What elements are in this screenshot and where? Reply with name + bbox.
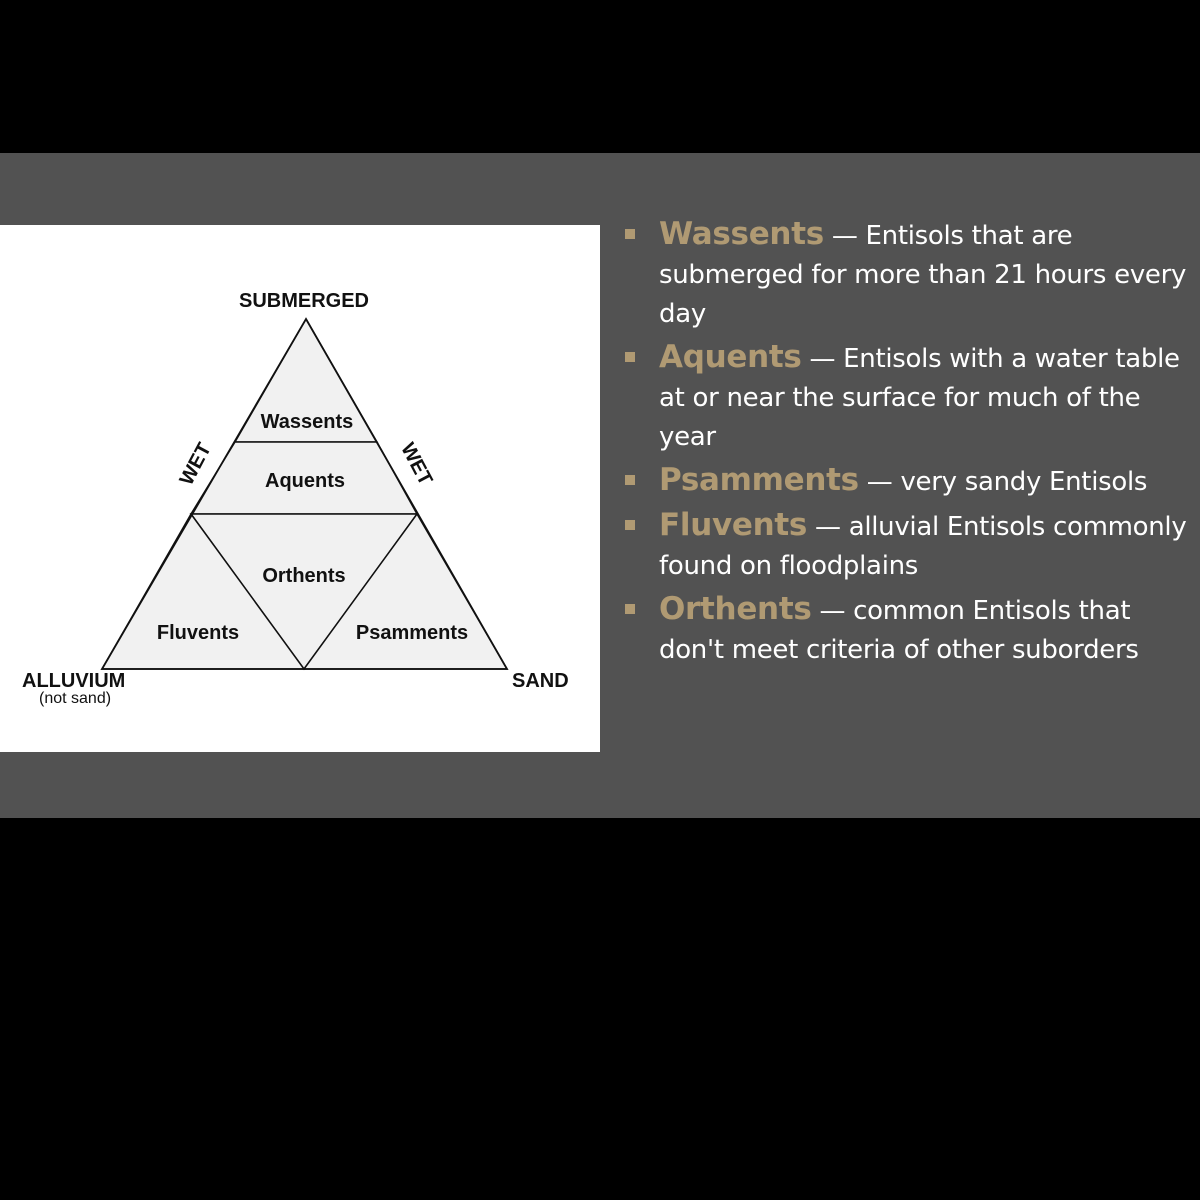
label-fluvents: Fluvents: [157, 622, 239, 644]
list-item: Fluvents — alluvial Entisols commonly fo…: [620, 506, 1190, 586]
definition: Entisols that are submerged for more tha…: [659, 221, 1187, 329]
suborder-list: Wassents — Entisols that are submerged f…: [620, 215, 1190, 674]
soil-triangle-diagram: Wassents Aquents Orthents Fluvents Psamm…: [0, 225, 600, 752]
separator: —: [858, 467, 901, 497]
square-bullet-icon: [625, 475, 635, 485]
definition: very sandy Entisols: [900, 467, 1148, 497]
triangle-svg: Wassents Aquents Orthents Fluvents Psamm…: [22, 290, 569, 707]
definition: common Entisols that don't meet criteria…: [659, 596, 1139, 665]
list-item: Psamments — very sandy Entisols: [620, 461, 1190, 502]
definition: alluvial Entisols commonly found on floo…: [659, 512, 1187, 581]
square-bullet-icon: [625, 604, 635, 614]
edge-left-label: WET: [176, 439, 216, 489]
definition: Entisols with a water table at or near t…: [659, 344, 1180, 452]
term-wassents: Wassents: [659, 216, 824, 252]
separator: —: [807, 512, 849, 542]
separator: —: [801, 344, 844, 374]
corner-top-label: SUBMERGED: [239, 290, 369, 312]
term-aquents: Aquents: [659, 339, 802, 375]
corner-left-label: ALLUVIUM: [22, 670, 125, 692]
list-item: Orthents — common Entisols that don't me…: [620, 590, 1190, 670]
corner-right-label: SAND: [512, 670, 569, 692]
separator: —: [811, 596, 854, 626]
square-bullet-icon: [625, 352, 635, 362]
separator: —: [823, 221, 866, 251]
triangle-outline: [100, 317, 509, 670]
term-fluvents: Fluvents: [659, 507, 808, 543]
slide: Wassents Aquents Orthents Fluvents Psamm…: [0, 153, 1200, 818]
label-orthents: Orthents: [262, 565, 345, 587]
label-wassents: Wassents: [261, 411, 354, 433]
list-item: Aquents — Entisols with a water table at…: [620, 338, 1190, 457]
edge-right-label: WET: [396, 439, 436, 489]
term-psamments: Psamments: [659, 462, 859, 498]
square-bullet-icon: [625, 229, 635, 239]
list-item: Wassents — Entisols that are submerged f…: [620, 215, 1190, 334]
corner-left-note: (not sand): [39, 690, 111, 707]
square-bullet-icon: [625, 520, 635, 530]
label-psamments: Psamments: [356, 622, 468, 644]
term-orthents: Orthents: [659, 591, 812, 627]
label-aquents: Aquents: [265, 470, 345, 492]
